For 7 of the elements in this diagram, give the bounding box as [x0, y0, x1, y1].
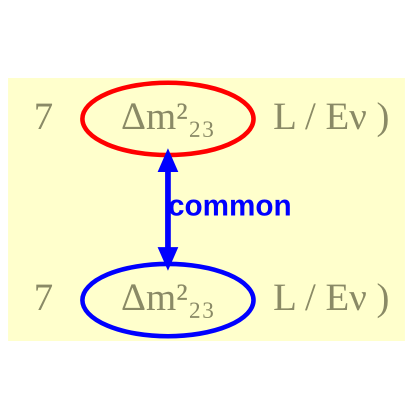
node-ellipse: Δm²₂₃ [80, 262, 256, 339]
label: 7 [34, 276, 54, 320]
node-ellipse: Δm²₂₃ [80, 80, 256, 158]
arrow [158, 148, 178, 271]
node-label: L / Eν ) [273, 276, 390, 320]
node-label: L / Eν ) [273, 94, 390, 138]
label: 7 [34, 94, 54, 138]
